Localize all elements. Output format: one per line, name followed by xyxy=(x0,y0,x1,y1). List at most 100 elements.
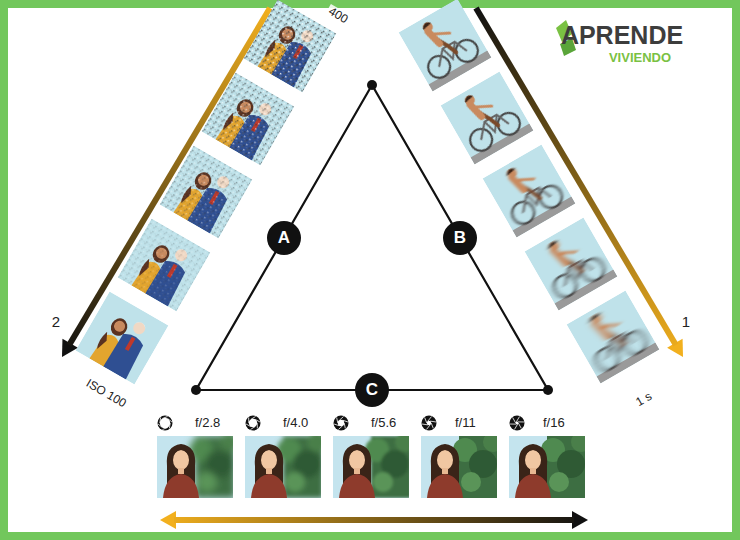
f-number: f/11 xyxy=(455,416,476,430)
aperture-photo xyxy=(157,432,239,498)
aperture-blade xyxy=(428,416,432,421)
photo-ground xyxy=(202,73,295,166)
woman-figure xyxy=(427,444,463,498)
aperture-blade xyxy=(514,424,517,429)
aperture-blade xyxy=(251,416,256,419)
aperture-arrow xyxy=(174,517,574,523)
f-number: f/16 xyxy=(543,416,565,430)
cyclist-figure xyxy=(407,6,482,81)
photo-ground xyxy=(76,292,169,385)
aperture-blade xyxy=(168,418,172,421)
f-number: f/4.0 xyxy=(283,416,308,430)
aperture-ring xyxy=(246,416,261,431)
iso-photo xyxy=(202,73,295,166)
vertex-dot xyxy=(367,80,377,90)
exposure-triangle xyxy=(191,80,553,395)
aperture-blade xyxy=(510,424,516,425)
aperture-blade xyxy=(250,427,255,430)
aperture-photo xyxy=(333,432,415,498)
logo-text: VIVIENDO xyxy=(609,51,671,65)
noise xyxy=(244,0,337,92)
vertex-dot xyxy=(191,385,201,395)
aperture-blade xyxy=(516,416,519,421)
noise xyxy=(202,73,295,166)
callout-circle: B xyxy=(442,220,478,256)
f-number: f/5.6 xyxy=(371,416,396,430)
photo-ground xyxy=(399,0,492,91)
photo-ground xyxy=(441,72,534,165)
aperture-blade xyxy=(431,423,433,428)
callout-letter: C xyxy=(366,380,378,400)
aperture-blade xyxy=(162,416,167,418)
frame xyxy=(4,4,736,536)
aperture-icon xyxy=(334,416,349,431)
shutter-photo xyxy=(441,72,534,165)
iso-photo xyxy=(118,219,211,312)
iso-arrow xyxy=(69,8,270,345)
aperture-blade xyxy=(422,424,428,426)
woman-figure xyxy=(339,444,375,498)
iso-photo xyxy=(160,146,253,239)
aperture-blade xyxy=(513,418,516,423)
photo-ground xyxy=(567,291,660,384)
aperture-blade xyxy=(337,418,338,423)
aperture-icon xyxy=(510,416,525,431)
aperture-blade xyxy=(344,423,345,428)
circle-fill xyxy=(443,221,477,255)
aperture-ring xyxy=(510,416,525,431)
couple-figure xyxy=(89,309,154,379)
photo-ground xyxy=(483,145,576,238)
logo-text: APRENDE xyxy=(561,22,683,50)
aperture-blade xyxy=(518,421,524,422)
callout-letter: B xyxy=(454,228,466,248)
callout-circle: A xyxy=(266,220,302,256)
vertex-dot xyxy=(543,385,553,395)
circle-fill xyxy=(355,373,389,407)
aperture-ring xyxy=(158,416,173,431)
cyclist-figure xyxy=(449,79,524,154)
cyclist-figure xyxy=(575,298,650,373)
aperture-photo xyxy=(421,432,503,498)
aperture-icon xyxy=(158,416,173,431)
noise xyxy=(160,146,253,239)
iso-photo xyxy=(76,292,169,385)
iso-value: 400 xyxy=(324,4,351,27)
callout-circle: C xyxy=(354,372,390,408)
aperture-blade xyxy=(426,425,430,430)
aperture-icon xyxy=(246,416,261,431)
photo-ground xyxy=(244,0,337,92)
arrows xyxy=(62,8,683,529)
aperture-blade xyxy=(255,419,260,422)
woman-figure xyxy=(251,444,287,498)
aperture-blade xyxy=(162,428,167,430)
aperture-blade xyxy=(343,420,348,422)
aperture-blade xyxy=(518,423,521,428)
aperture-ring xyxy=(422,416,437,431)
aperture-blade xyxy=(159,418,161,423)
cyclist-figure xyxy=(491,152,566,227)
aperture-blade xyxy=(334,424,339,426)
aperture-blade xyxy=(169,423,171,428)
shutter-photo xyxy=(567,291,660,384)
woman-figure xyxy=(515,444,551,498)
noise xyxy=(118,219,211,312)
cyclist-figure xyxy=(533,225,608,300)
photo-ground xyxy=(160,146,253,239)
aperture-photo xyxy=(509,432,591,498)
aperture-blade xyxy=(257,423,258,428)
aperture-blade xyxy=(339,416,343,420)
shutter-photo xyxy=(483,145,576,238)
shutter-photo xyxy=(399,0,492,91)
aperture-blade xyxy=(248,418,249,423)
photo-tiles xyxy=(76,0,660,498)
iso-photo xyxy=(244,0,337,92)
aperture-blade xyxy=(246,424,251,427)
photo-ground xyxy=(118,219,211,312)
iso-value: ISO 100 xyxy=(82,376,130,411)
callout-number: 2 xyxy=(52,314,60,331)
aperture-ring xyxy=(334,416,349,431)
shutter-photo xyxy=(525,218,618,311)
aperture-blade xyxy=(158,424,162,427)
circle-fill xyxy=(267,221,301,255)
